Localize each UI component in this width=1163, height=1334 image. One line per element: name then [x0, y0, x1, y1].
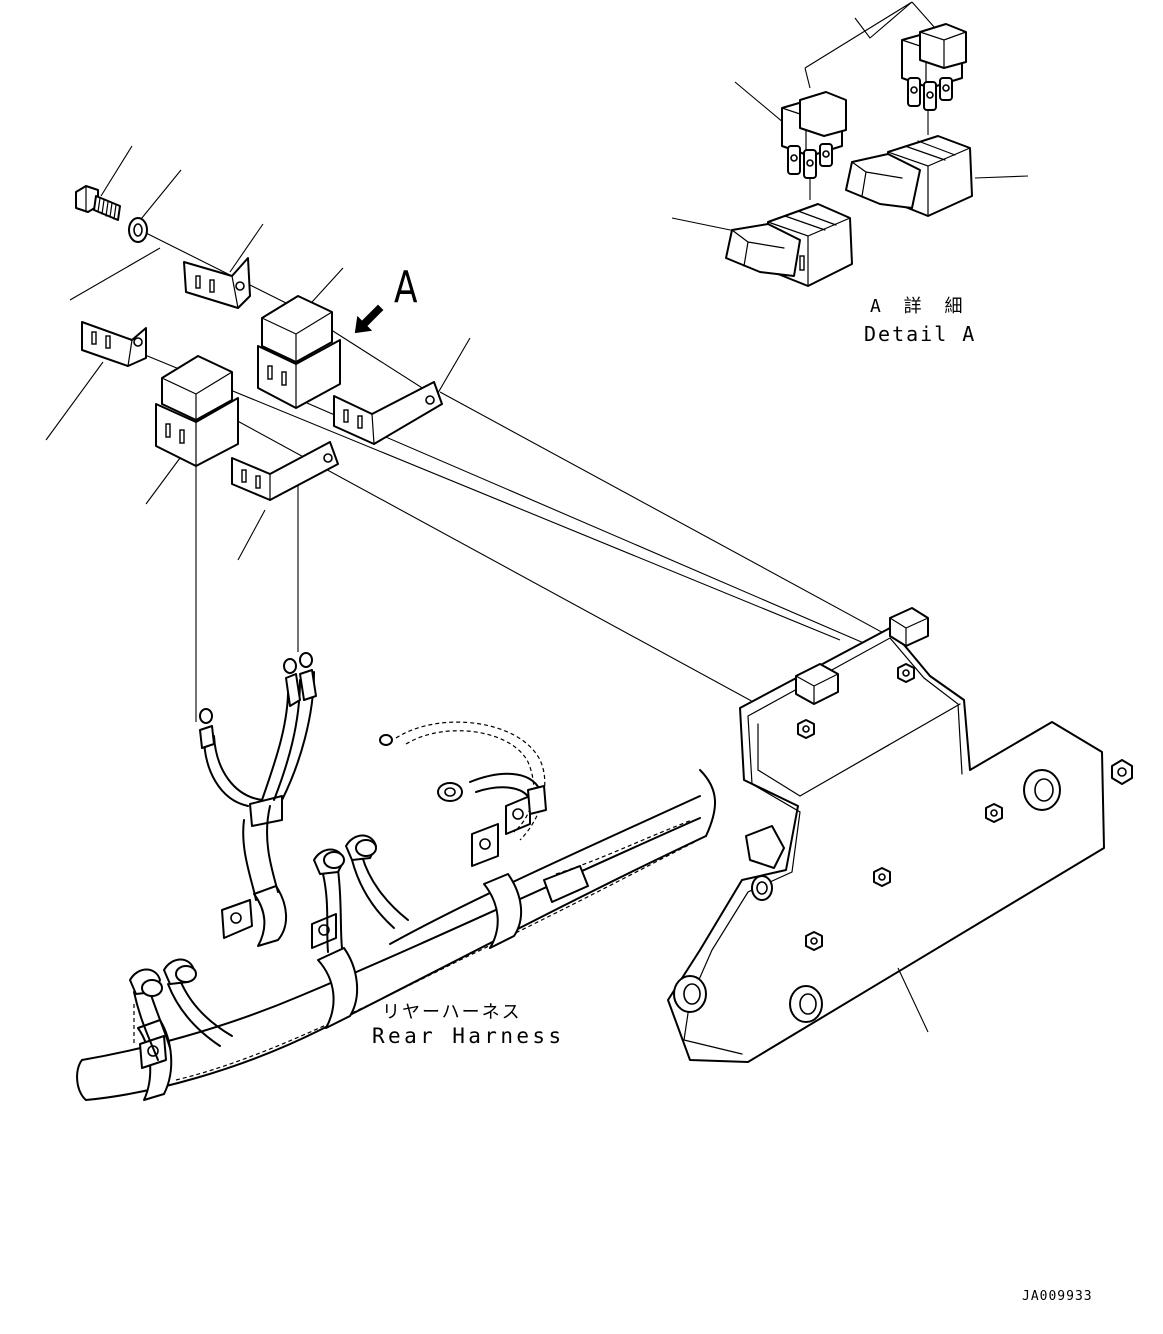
fuse-holder — [725, 203, 853, 287]
fuse-icon — [781, 91, 847, 179]
fuse-holder — [845, 135, 973, 217]
relay-icon — [155, 355, 239, 467]
relay-icon — [257, 295, 341, 409]
bracket-icon — [333, 381, 443, 445]
bracket-icon — [183, 257, 251, 309]
view-a-callout: A — [394, 262, 418, 313]
rear-harness-label-en: Rear Harness — [372, 1024, 565, 1048]
bolt-icon — [75, 185, 121, 221]
arrow-icon — [354, 304, 384, 334]
detail-a-title-jp: A 詳 細 — [870, 296, 969, 317]
rear-harness-label-jp: リヤーハーネス — [382, 1002, 522, 1023]
rear-harness — [76, 652, 717, 1101]
fuse-icon — [901, 23, 967, 111]
detail-a-title-en: Detail A — [864, 322, 977, 346]
washer-icon — [128, 217, 148, 243]
detail-a-view — [671, 1, 1029, 287]
drawing-number: JA009933 — [1022, 1289, 1093, 1304]
bracket-icon — [231, 441, 339, 501]
mounting-plate-icon — [667, 607, 1133, 1063]
bracket-icon — [81, 321, 147, 367]
